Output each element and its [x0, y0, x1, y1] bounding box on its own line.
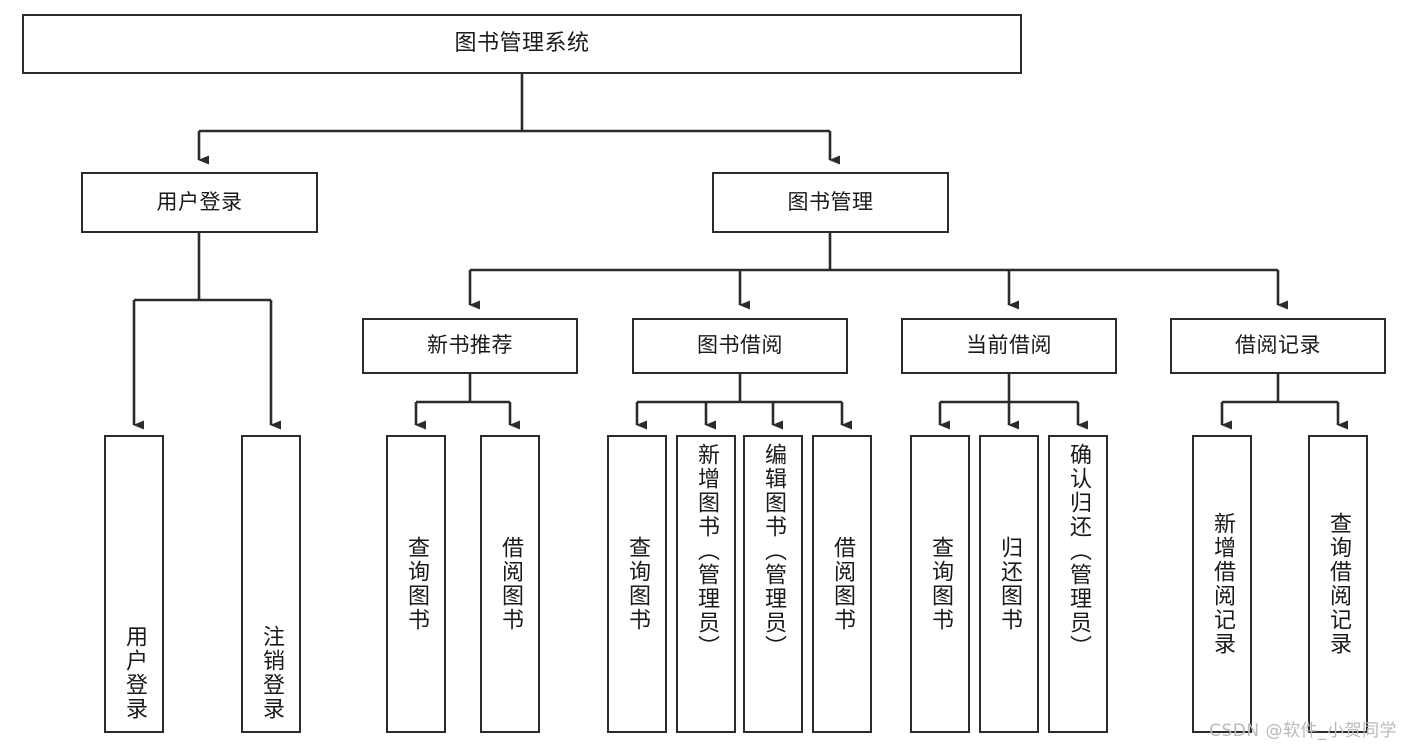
node-user-login[interactable]: 用户登录: [81, 172, 318, 233]
node-root-label: 图书管理系统: [454, 30, 590, 56]
node-leaf-user-login-label: 用户登录: [122, 625, 147, 721]
node-leaf-borrow-query-book[interactable]: 查询图书: [607, 435, 667, 733]
node-leaf-query-record[interactable]: 查询借阅记录: [1308, 435, 1368, 733]
node-current-borrow-label: 当前借阅: [966, 333, 1052, 358]
node-leaf-rec-query-book[interactable]: 查询图书: [386, 435, 446, 733]
node-leaf-borrow-book-label: 借阅图书: [830, 536, 855, 632]
node-leaf-add-book[interactable]: 新增图书（管理员）: [676, 435, 736, 733]
node-leaf-edit-book[interactable]: 编辑图书（管理员）: [743, 435, 803, 733]
node-root[interactable]: 图书管理系统: [22, 14, 1022, 74]
node-book-borrow[interactable]: 图书借阅: [632, 318, 848, 374]
node-leaf-confirm-return-label: 确认归还（管理员）: [1066, 443, 1091, 659]
node-borrow-record[interactable]: 借阅记录: [1170, 318, 1386, 374]
node-leaf-edit-book-label: 编辑图书（管理员）: [761, 443, 786, 659]
node-book-manage-label: 图书管理: [787, 189, 874, 214]
node-borrow-record-label: 借阅记录: [1235, 333, 1321, 358]
node-leaf-user-logout-label: 注销登录: [259, 625, 284, 721]
node-leaf-add-record[interactable]: 新增借阅记录: [1192, 435, 1252, 733]
node-leaf-rec-query-book-label: 查询图书: [404, 536, 429, 632]
node-user-login-label: 用户登录: [156, 189, 243, 214]
node-leaf-add-book-label: 新增图书（管理员）: [694, 443, 719, 659]
node-leaf-cur-query-book[interactable]: 查询图书: [910, 435, 970, 733]
node-leaf-cur-query-book-label: 查询图书: [928, 536, 953, 632]
node-book-manage[interactable]: 图书管理: [712, 172, 949, 233]
node-leaf-return-book[interactable]: 归还图书: [979, 435, 1039, 733]
node-leaf-confirm-return[interactable]: 确认归还（管理员）: [1048, 435, 1108, 733]
node-leaf-query-record-label: 查询借阅记录: [1326, 512, 1351, 656]
node-leaf-user-logout[interactable]: 注销登录: [241, 435, 301, 733]
node-book-borrow-label: 图书借阅: [697, 333, 783, 358]
node-leaf-user-login[interactable]: 用户登录: [104, 435, 164, 733]
node-leaf-add-record-label: 新增借阅记录: [1210, 512, 1235, 656]
node-leaf-rec-borrow-book-label: 借阅图书: [498, 536, 523, 632]
node-leaf-rec-borrow-book[interactable]: 借阅图书: [480, 435, 540, 733]
node-new-book-rec[interactable]: 新书推荐: [362, 318, 578, 374]
watermark-text: CSDN @软件_小贺同学: [1209, 721, 1397, 741]
node-new-book-rec-label: 新书推荐: [427, 333, 513, 358]
node-leaf-borrow-book[interactable]: 借阅图书: [812, 435, 872, 733]
node-leaf-borrow-query-book-label: 查询图书: [625, 536, 650, 632]
node-leaf-return-book-label: 归还图书: [997, 536, 1022, 632]
node-current-borrow[interactable]: 当前借阅: [901, 318, 1117, 374]
